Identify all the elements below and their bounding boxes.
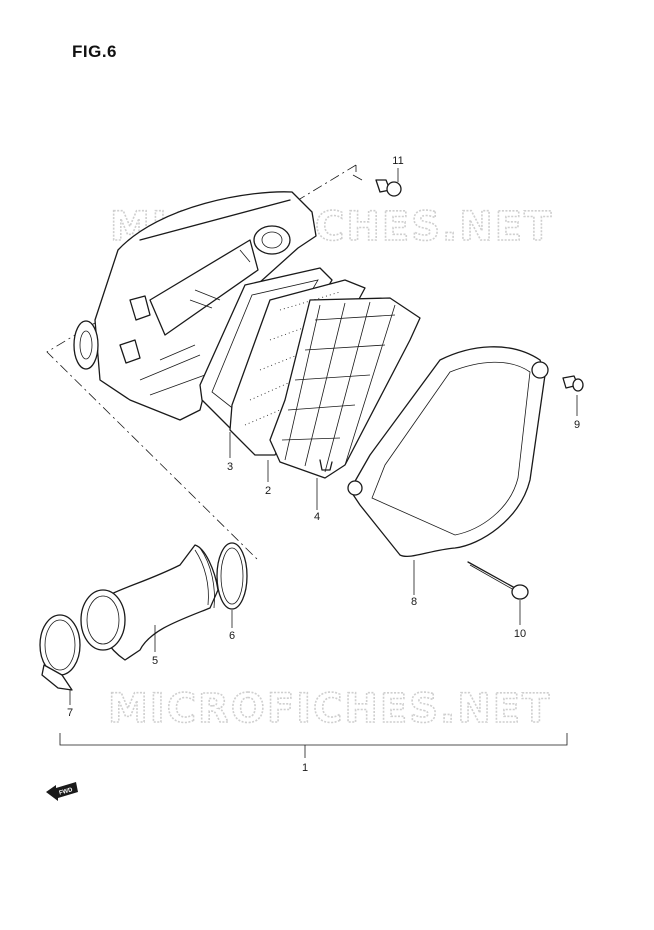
watermark-bottom: MICROFICHES.NET bbox=[108, 686, 551, 732]
fwd-arrow-icon: FWD bbox=[46, 782, 78, 801]
intake-pipe bbox=[80, 544, 219, 661]
element-frame bbox=[269, 297, 421, 479]
callout-5: 5 bbox=[152, 655, 158, 667]
callout-4: 4 bbox=[314, 511, 320, 523]
callout-1: 1 bbox=[302, 762, 308, 774]
callout-3: 3 bbox=[227, 461, 233, 473]
callout-10: 10 bbox=[514, 628, 526, 640]
screw-9 bbox=[562, 375, 584, 392]
screw-11 bbox=[375, 179, 402, 197]
callout-9: 9 bbox=[574, 419, 580, 431]
callout-8: 8 bbox=[411, 596, 417, 608]
assembly-bracket bbox=[59, 733, 568, 758]
air-cleaner-cover bbox=[347, 346, 549, 557]
clamp-7 bbox=[39, 614, 81, 691]
fwd-label: FWD bbox=[59, 787, 74, 797]
callout-11: 11 bbox=[392, 155, 403, 167]
callout-7: 7 bbox=[67, 707, 73, 719]
o-ring-6 bbox=[216, 542, 248, 610]
bolt-10 bbox=[467, 561, 529, 600]
figure-title: FIG.6 bbox=[72, 42, 118, 61]
air-cleaner-case bbox=[73, 191, 317, 421]
leader-lines bbox=[69, 168, 578, 705]
callout-2: 2 bbox=[265, 485, 271, 497]
callout-6: 6 bbox=[229, 630, 235, 642]
